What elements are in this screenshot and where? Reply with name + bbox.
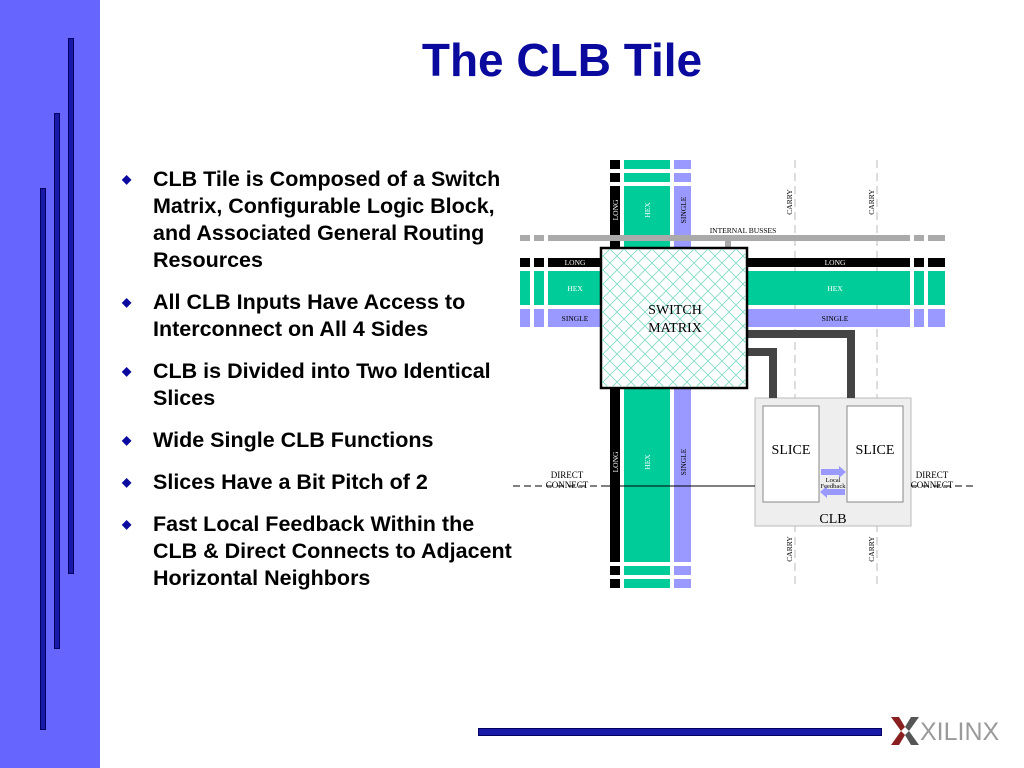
slice-label: SLICE <box>856 443 895 458</box>
single-label: SINGLE <box>679 196 688 223</box>
local-feedback-label: Feedback <box>821 483 847 490</box>
direct-connect-label: CONNECT <box>911 480 954 490</box>
sidebar-bar <box>68 38 74 574</box>
xilinx-logo: XILINX <box>890 714 1002 750</box>
xilinx-wordmark: XILINX <box>920 718 1000 746</box>
slice-label: SLICE <box>772 443 811 458</box>
clb-tile-diagram: SWITCH MATRIX SLICE SLICE Local Feedback… <box>513 160 973 588</box>
direct-connect-label: CONNECT <box>546 480 589 490</box>
diamond-bullet-icon: ◆ <box>122 172 132 186</box>
footer-rule <box>478 728 882 736</box>
bullet-item: ◆ All CLB Inputs Have Access to Interconn… <box>122 289 512 343</box>
bullet-item: ◆ CLB is Divided into Two Identical Slice… <box>122 358 512 412</box>
xilinx-mark-icon <box>891 717 919 745</box>
bullet-text: All CLB Inputs Have Access to Interconne… <box>153 290 466 341</box>
internal-busses <box>520 235 945 247</box>
local-feedback-label: Local <box>826 477 841 484</box>
bullet-text: CLB is Divided into Two Identical Slices <box>153 359 491 410</box>
slice-right <box>846 405 904 503</box>
sidebar-decoration <box>0 0 100 768</box>
hex-label: HEX <box>643 454 652 470</box>
direct-connect-label: DIRECT <box>916 470 949 480</box>
switch-matrix-hatch <box>602 249 746 387</box>
bullet-list: ◆ CLB Tile is Composed of a Switch Matrix… <box>122 166 512 607</box>
long-label: LONG <box>825 258 846 267</box>
carry-label: CARRY <box>785 536 794 562</box>
switch-to-clb-connections <box>747 330 855 398</box>
diamond-bullet-icon: ◆ <box>122 517 132 531</box>
switch-matrix-label: MATRIX <box>648 321 702 336</box>
carry-label: CARRY <box>867 189 876 215</box>
diamond-bullet-icon: ◆ <box>122 433 132 447</box>
long-label: LONG <box>611 199 620 220</box>
sidebar-bar <box>54 113 60 649</box>
hex-label: HEX <box>643 202 652 218</box>
carry-label: CARRY <box>785 189 794 215</box>
diamond-bullet-icon: ◆ <box>122 475 132 489</box>
diamond-bullet-icon: ◆ <box>122 364 132 378</box>
bullet-text: Slices Have a Bit Pitch of 2 <box>153 470 428 494</box>
bullet-item: ◆ Slices Have a Bit Pitch of 2 <box>122 469 512 496</box>
long-label: LONG <box>565 258 586 267</box>
vertical-routing-bottom <box>610 388 691 588</box>
clb-label: CLB <box>819 512 846 527</box>
diamond-bullet-icon: ◆ <box>122 295 132 309</box>
single-label: SINGLE <box>822 314 849 323</box>
sidebar-bar <box>40 188 46 730</box>
internal-busses-label: INTERNAL BUSSES <box>710 226 777 235</box>
bullet-text: CLB Tile is Composed of a Switch Matrix,… <box>153 167 501 272</box>
bullet-item: ◆ CLB Tile is Composed of a Switch Matrix… <box>122 166 512 274</box>
carry-label: CARRY <box>867 536 876 562</box>
slide-title: The CLB Tile <box>421 34 703 86</box>
long-label: LONG <box>611 451 620 472</box>
direct-connect-label: DIRECT <box>551 470 584 480</box>
switch-matrix-label: SWITCH <box>648 303 702 318</box>
bullet-text: Fast Local Feedback Within the CLB & Dir… <box>153 512 512 590</box>
local-feedback-arrows <box>820 466 846 498</box>
slice-left <box>762 405 820 503</box>
bullet-item: ◆ Wide Single CLB Functions <box>122 427 512 454</box>
hex-label: HEX <box>827 284 843 293</box>
bullet-text: Wide Single CLB Functions <box>153 428 434 452</box>
hex-label: HEX <box>567 284 583 293</box>
bullet-item: ◆ Fast Local Feedback Within the CLB & Di… <box>122 511 512 592</box>
single-label: SINGLE <box>562 314 589 323</box>
single-label: SINGLE <box>679 448 688 475</box>
